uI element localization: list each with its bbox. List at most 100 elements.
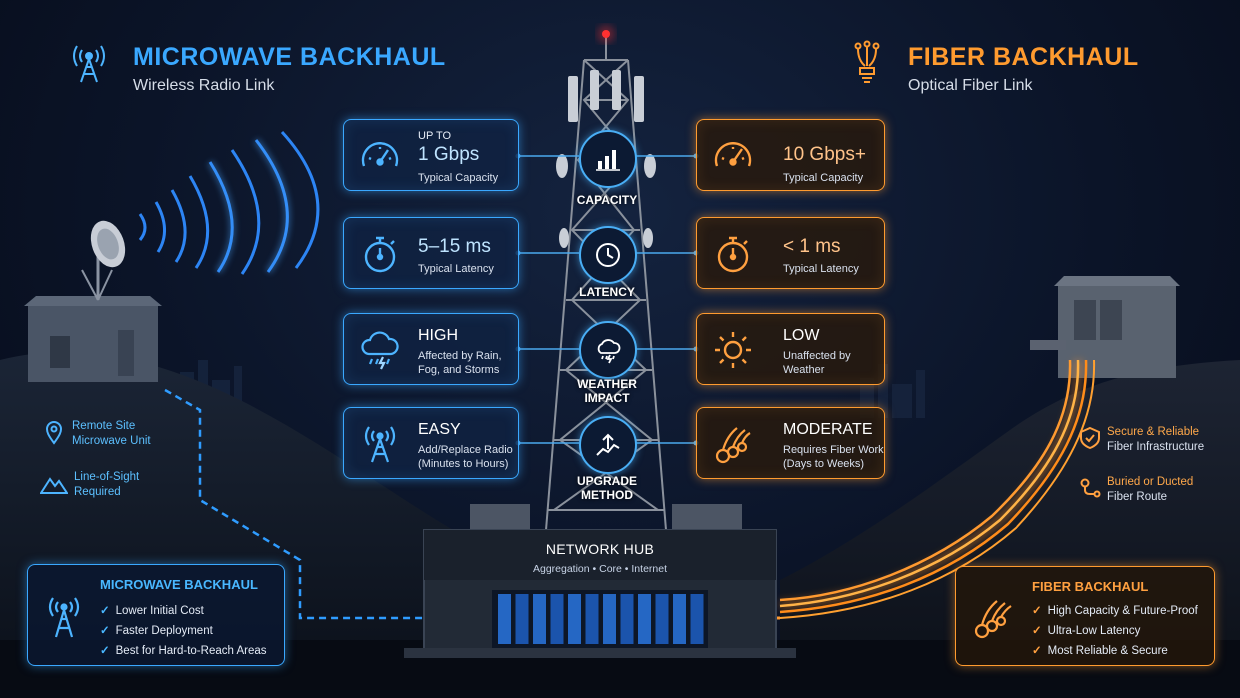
microwave-weather-desc1: Affected by Rain,: [418, 350, 502, 362]
microwave-capacity-value: 1 Gbps: [418, 144, 480, 165]
fiber-optic-icon: [852, 40, 882, 88]
server-rack: [673, 594, 686, 644]
line-of-sight-line1: Line-of-Sight: [74, 471, 140, 483]
remote-site-building: [24, 220, 162, 382]
microwave-title: MICROWAVE BACKHAUL: [133, 43, 446, 71]
microwave-summary-title: MICROWAVE BACKHAUL: [100, 577, 258, 592]
fiber-latency-value: < 1 ms: [783, 236, 841, 257]
line-of-sight-note: Line-of-Sight Required: [74, 470, 139, 500]
bar-chart-icon: [596, 150, 620, 171]
radio-tower-icon: [44, 593, 84, 641]
radio-tower-icon: [66, 40, 112, 86]
microwave-summary-item: ✓Faster Deployment: [100, 625, 213, 637]
fiber-weather-card: LOW Unaffected by Weather: [696, 313, 885, 385]
fiber-capacity-value: 10 Gbps+: [783, 144, 866, 165]
weather-label-line2: IMPACT: [584, 391, 630, 405]
buried-route-line2: Fiber Route: [1107, 491, 1168, 503]
secure-line1: Secure & Reliable: [1107, 426, 1200, 438]
microwave-latency-value: 5–15 ms: [418, 236, 491, 257]
fiber-capacity-card: 10 Gbps+ Typical Capacity: [696, 119, 885, 191]
fiber-summary-panel: FIBER BACKHAUL ✓High Capacity & Future-P…: [955, 566, 1215, 666]
microwave-capacity-desc: Typical Capacity: [418, 172, 499, 184]
network-hub-title: NETWORK HUB: [545, 541, 655, 557]
sun-icon: [711, 328, 755, 372]
radio-tower-icon: [358, 422, 402, 466]
upgrade-label-line2: METHOD: [581, 488, 633, 502]
microwave-upgrade-card: EASY Add/Replace Radio (Minutes to Hours…: [343, 407, 519, 479]
microwave-summary-item: ✓Lower Initial Cost: [100, 605, 204, 617]
fiber-capacity-desc: Typical Capacity: [783, 172, 864, 184]
server-rack: [690, 594, 704, 644]
upgrade-arrow-icon: [596, 433, 620, 456]
server-rack: [655, 594, 669, 644]
fiber-weather-value: LOW: [783, 327, 820, 344]
server-rack: [568, 594, 581, 644]
capacity-label: CAPACITY: [576, 193, 638, 207]
fiber-latency-card: < 1 ms Typical Latency: [696, 217, 885, 289]
fiber-summary-title: FIBER BACKHAUL: [1032, 579, 1149, 594]
fiber-optic-icon: [970, 595, 1016, 641]
fiber-summary-item: ✓Ultra-Low Latency: [1032, 625, 1141, 637]
server-rack: [620, 594, 634, 644]
remote-site-line1: Remote Site: [72, 420, 136, 432]
microwave-subtitle: Wireless Radio Link: [133, 77, 275, 94]
connector-lines: [518, 155, 696, 444]
mountain-icon: [39, 474, 69, 494]
remote-site-note: Remote Site Microwave Unit: [72, 419, 151, 449]
microwave-upgrade-desc2: (Minutes to Hours): [418, 458, 509, 470]
microwave-summary-item: ✓Best for Hard-to-Reach Areas: [100, 645, 267, 657]
clock-icon: [596, 243, 620, 267]
location-pin-icon: [44, 421, 64, 445]
microwave-upgrade-value: EASY: [418, 421, 461, 438]
fiber-optic-icon: [711, 422, 755, 466]
microwave-weather-desc2: Fog, and Storms: [418, 364, 500, 376]
buried-route-note: Buried or Ducted Fiber Route: [1107, 475, 1193, 505]
fiber-upgrade-card: MODERATE Requires Fiber Work (Days to We…: [696, 407, 885, 479]
network-hub-building: [404, 504, 796, 658]
capacity-prefix: UP TO: [418, 130, 452, 142]
microwave-upgrade-desc1: Add/Replace Radio: [418, 444, 513, 456]
fiber-weather-desc2: Weather: [783, 364, 825, 376]
speedometer-icon: [358, 134, 402, 178]
microwave-weather-value: HIGH: [418, 327, 458, 344]
server-rack: [515, 594, 529, 644]
microwave-capacity-card: UP TO 1 Gbps Typical Capacity: [343, 119, 519, 191]
line-of-sight-line2: Required: [74, 486, 121, 498]
stopwatch-icon: [358, 232, 402, 276]
shield-check-icon: [1079, 426, 1101, 450]
server-rack: [533, 594, 546, 644]
fiber-subtitle: Optical Fiber Link: [908, 77, 1033, 94]
upgrade-category-circle: [579, 416, 637, 474]
weather-label-line1: WEATHER: [577, 377, 637, 391]
server-rack: [585, 594, 599, 644]
microwave-link-path: [164, 388, 430, 620]
fiber-upgrade-value: MODERATE: [783, 421, 873, 438]
weather-category-circle: [579, 321, 637, 379]
latency-category-circle: [579, 226, 637, 284]
storm-cloud-icon: [597, 339, 621, 364]
microwave-summary-panel: MICROWAVE BACKHAUL ✓Lower Initial Cost ✓…: [27, 564, 285, 666]
server-rack: [603, 594, 616, 644]
fiber-latency-desc: Typical Latency: [783, 263, 859, 275]
server-rack: [550, 594, 564, 644]
network-hub-subtitle: Aggregation • Core • Internet: [532, 563, 667, 575]
server-rack: [498, 594, 511, 644]
secure-note: Secure & Reliable Fiber Infrastructure: [1107, 425, 1204, 455]
fiber-weather-desc1: Unaffected by: [783, 350, 851, 362]
upgrade-label-line1: UPGRADE: [576, 474, 637, 488]
microwave-latency-card: 5–15 ms Typical Latency: [343, 217, 519, 289]
fiber-upgrade-desc1: Requires Fiber Work: [783, 444, 884, 456]
speedometer-icon: [711, 134, 755, 178]
fiber-summary-item: ✓Most Reliable & Secure: [1032, 645, 1168, 657]
remote-site-line2: Microwave Unit: [72, 435, 151, 447]
stopwatch-icon: [711, 232, 755, 276]
fiber-upgrade-desc2: (Days to Weeks): [783, 458, 865, 470]
fiber-title: FIBER BACKHAUL: [908, 43, 1139, 71]
server-rack: [638, 594, 651, 644]
buried-route-line1: Buried or Ducted: [1107, 476, 1194, 488]
route-icon: [1078, 476, 1102, 500]
microwave-weather-card: HIGH Affected by Rain, Fog, and Storms: [343, 313, 519, 385]
storm-cloud-icon: [358, 328, 402, 372]
fiber-site-building: [1030, 276, 1180, 378]
capacity-category-circle: [579, 130, 637, 188]
